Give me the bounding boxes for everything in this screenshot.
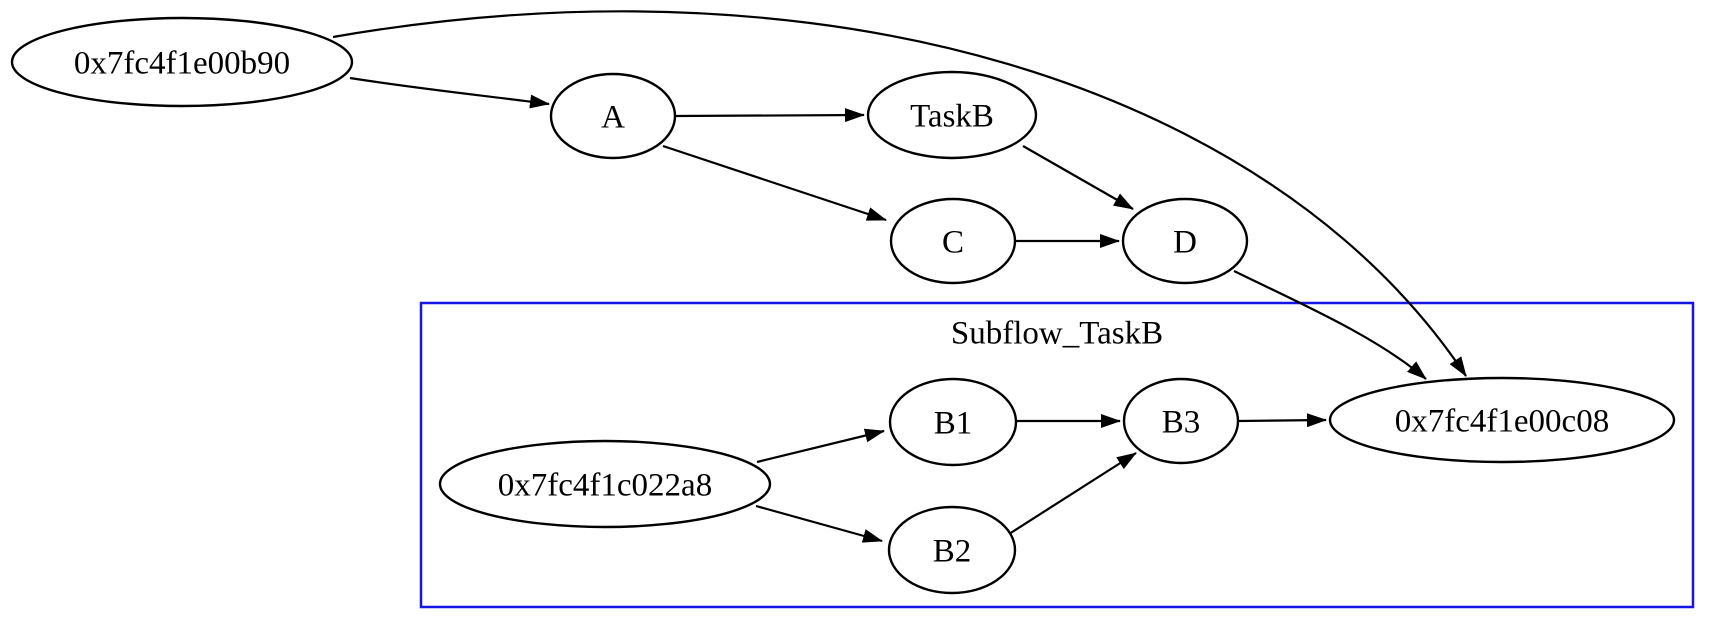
node-b3-label: B3 [1162,405,1201,441]
node-b2: B2 [887,505,1017,595]
node-a: A [549,72,677,160]
edges [332,10,1467,543]
edge-a-to-taskb [675,108,865,123]
node-b1-shape [888,377,1018,467]
node-flow-start-shape [10,16,354,108]
cluster-subflow-taskb-label: Subflow_TaskB [951,316,1163,352]
node-b1: B1 [888,377,1018,467]
edge-flow-start-to-a [349,76,550,109]
node-flow-end: 0x7fc4f1e00c08 [1328,376,1676,464]
node-subflow-start-label: 0x7fc4f1c022a8 [498,468,712,504]
node-taskb-label: TaskB [910,99,994,135]
node-b3: B3 [1122,377,1240,465]
node-taskb: TaskB [866,70,1038,160]
node-flow-end-shape [1328,376,1676,464]
edge-a-to-c [662,144,887,222]
edge-taskb-to-d [1022,145,1134,210]
cluster-subflow-taskb: Subflow_TaskB [419,301,1695,609]
node-c-label: C [942,225,964,261]
node-subflow-start: 0x7fc4f1c022a8 [438,439,772,529]
node-flow-start: 0x7fc4f1e00b90 [10,16,354,108]
node-flow-end-label: 0x7fc4f1e00c08 [1395,404,1609,440]
node-b2-label: B2 [933,534,972,570]
node-d-shape [1121,197,1249,285]
node-c-shape [889,197,1017,285]
node-flow-start-label: 0x7fc4f1e00b90 [74,46,290,82]
node-b2-shape [887,505,1017,595]
node-b3-shape [1122,377,1240,465]
node-a-shape [549,72,677,160]
edge-b2-to-b3 [1008,452,1137,535]
node-subflow-start-shape [438,439,772,529]
edge-subflow-start-to-b1 [756,428,885,464]
cluster-subflow-taskb-border [419,301,1695,609]
node-taskb-shape [866,70,1038,160]
node-c: C [889,197,1017,285]
node-d-label: D [1173,225,1197,261]
edge-d-to-flow-end [1233,270,1427,380]
edge-b3-to-flow-end [1237,413,1327,428]
node-a-label: A [601,100,625,136]
node-b1-label: B1 [934,406,973,442]
edge-subflow-start-to-b2 [755,504,883,543]
node-d: D [1121,197,1249,285]
edge-flow-start-to-flow-end [332,10,1467,377]
